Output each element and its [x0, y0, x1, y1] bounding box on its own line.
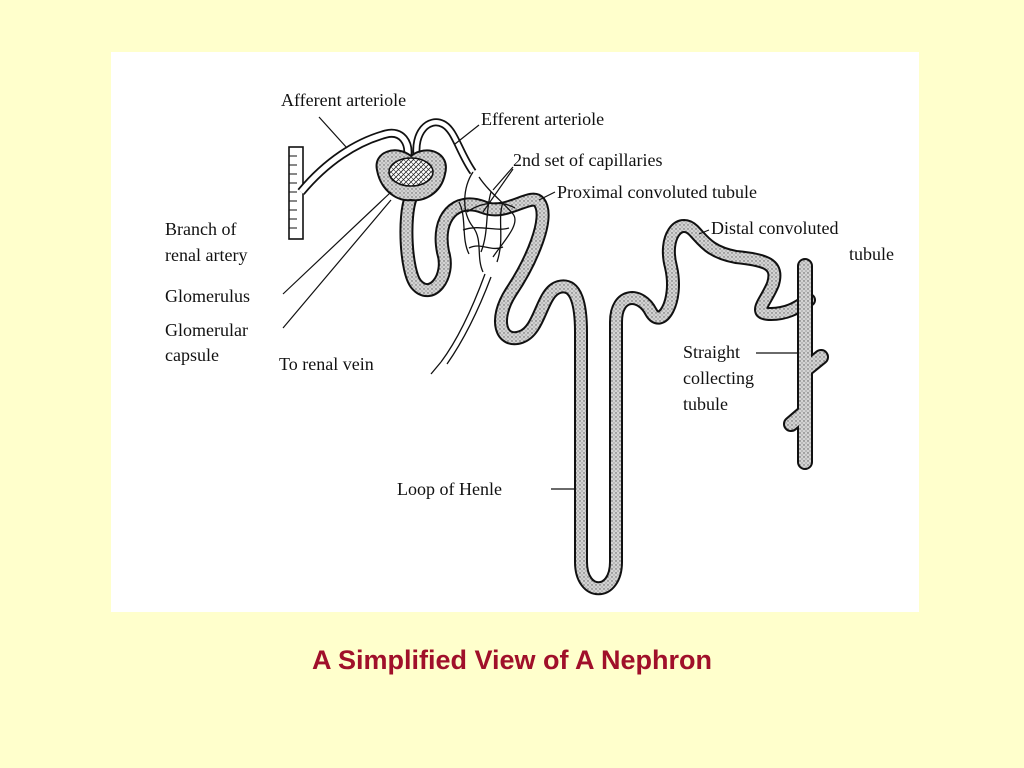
- label-glomerulus: Glomerulus: [165, 286, 250, 306]
- label-capsule-line2: capsule: [165, 345, 219, 365]
- capillary-network: [430, 171, 516, 375]
- label-distal-tubule-line1: Distal convoluted: [711, 218, 838, 238]
- label-branch-line1: Branch of: [165, 219, 236, 239]
- label-afferent-arteriole: Afferent arteriole: [281, 90, 406, 110]
- label-efferent-arteriole: Efferent arteriole: [481, 109, 604, 129]
- label-collecting-line2: collecting: [683, 368, 754, 388]
- slide-caption: A Simplified View of A Nephron: [311, 645, 713, 675]
- afferent-arteriole: [297, 128, 413, 195]
- renal-artery-branch: [288, 146, 304, 240]
- efferent-arteriole: [412, 118, 477, 175]
- label-capsule-line1: Glomerular: [165, 320, 248, 340]
- label-branch-line2: renal artery: [165, 245, 247, 265]
- label-renal-vein: To renal vein: [279, 354, 374, 374]
- label-proximal-tubule: Proximal convoluted tubule: [557, 182, 757, 202]
- glomerulus: [388, 157, 434, 187]
- leader-lines: [282, 116, 797, 490]
- label-collecting-line1: Straight: [683, 342, 740, 362]
- label-loop-of-henle: Loop of Henle: [397, 479, 502, 499]
- collecting-tubule: [783, 258, 829, 470]
- label-distal-tubule-line2: tubule: [849, 244, 894, 264]
- renal-tubule: [399, 190, 816, 596]
- label-second-capillaries: 2nd set of capillaries: [513, 150, 662, 170]
- label-collecting-line3: tubule: [683, 394, 728, 414]
- nephron-diagram: Afferent arteriole Efferent arteriole 2n…: [165, 90, 894, 596]
- diagram-panel: Afferent arteriole Efferent arteriole 2n…: [111, 52, 919, 612]
